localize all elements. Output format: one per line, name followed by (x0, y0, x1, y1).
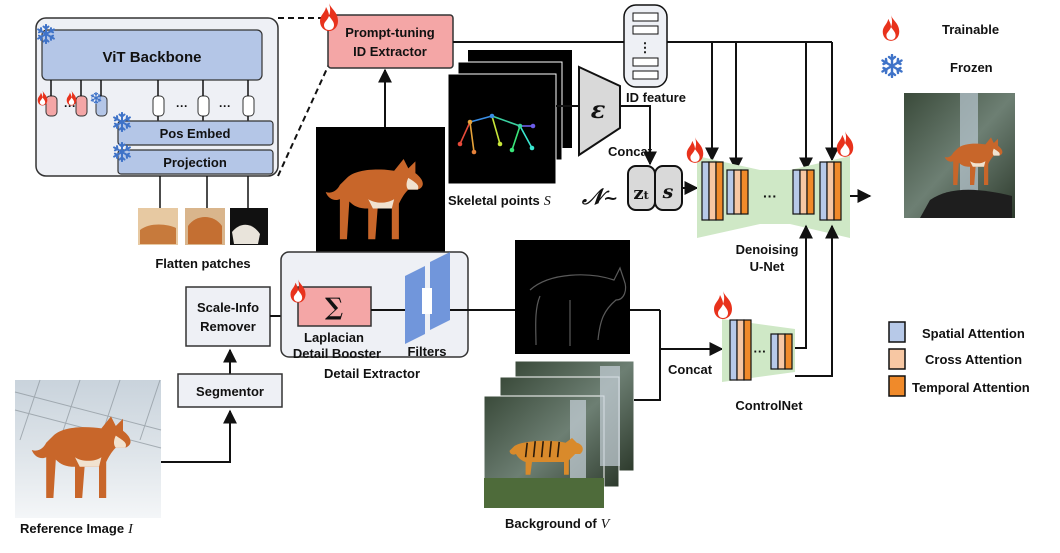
concat-bottom-label: Concat (668, 362, 713, 377)
svg-text:Spatial Attention: Spatial Attention (922, 326, 1025, 341)
flatten-patches: Flatten patches (138, 176, 268, 271)
id-feature: ⋮ ID feature (623, 4, 686, 105)
svg-text:Laplacian: Laplacian (304, 330, 364, 345)
flame-icon (836, 131, 854, 157)
svg-text:Temporal Attention: Temporal Attention (912, 380, 1030, 395)
id-feature-label: ID feature (626, 90, 686, 105)
background-frames (483, 360, 635, 509)
reference-image (14, 379, 162, 518)
svg-text:Segmentor: Segmentor (196, 384, 264, 399)
detail-map-image (515, 240, 630, 354)
pos-embed-block (117, 120, 274, 146)
svg-text:Prompt-tuning: Prompt-tuning (345, 25, 435, 40)
pos-embed-label: Pos Embed (160, 126, 231, 141)
svg-text:ID Extractor: ID Extractor (353, 44, 427, 59)
svg-text:s: s (662, 181, 674, 203)
svg-text:∑: ∑ (325, 292, 343, 321)
flatten-patches-label: Flatten patches (155, 256, 250, 271)
flame-icon (882, 15, 900, 41)
concat-top-label: Concat (608, 144, 653, 159)
projection-block (117, 149, 274, 175)
output-image (904, 93, 1015, 218)
controlnet: ··· ControlNet (714, 291, 803, 413)
svg-text:Detail Booster: Detail Booster (293, 346, 381, 361)
svg-text:Scale-Info: Scale-Info (197, 300, 259, 315)
prompt-tuning-id-extractor: Prompt-tuning ID Extractor (320, 3, 454, 69)
flame-icon (714, 291, 732, 319)
scale-info-remover: Scale-Info Remover (185, 286, 271, 347)
svg-text:𝒩~: 𝒩~ (581, 184, 618, 210)
skeleton-frames (447, 50, 572, 185)
skeleton-image (459, 115, 533, 153)
svg-text:···: ··· (754, 344, 767, 359)
latent-input: 𝒩~ zt s (581, 165, 683, 211)
flame-icon (686, 137, 704, 163)
segmentor: Segmentor (177, 373, 283, 408)
vit-module: ViT Backbone ··· ··· ··· Pos Embed (35, 17, 279, 177)
detail-extractor: ∑ Laplacian Detail Booster Filters (280, 251, 469, 361)
segmented-fox-image (316, 127, 445, 255)
svg-text:···: ··· (763, 188, 777, 204)
svg-text:ε: ε (591, 95, 606, 124)
svg-text:···: ··· (219, 99, 231, 113)
svg-text:Trainable: Trainable (942, 22, 999, 37)
filters-icon (405, 252, 450, 344)
svg-text:zt: zt (633, 183, 649, 204)
svg-text:···: ··· (176, 99, 188, 113)
svg-text:⋮: ⋮ (639, 40, 652, 55)
vit-backbone-label: ViT Backbone (103, 49, 202, 66)
svg-text:Frozen: Frozen (950, 60, 993, 75)
legend: Trainable Frozen Spatial Attention Cross… (881, 15, 1030, 397)
svg-text:Cross Attention: Cross Attention (925, 352, 1022, 367)
vit-backbone-block (41, 29, 263, 81)
svg-text:Remover: Remover (200, 319, 256, 334)
denoising-unet: ··· Denoising U-Net (686, 131, 854, 274)
token-row: ··· ··· ··· (37, 90, 255, 117)
snowflake-icon (881, 54, 903, 78)
projection-label: Projection (163, 155, 227, 170)
detail-extractor-label: Detail Extractor (324, 366, 420, 381)
svg-text:U-Net: U-Net (750, 259, 785, 274)
svg-text:Denoising: Denoising (736, 242, 799, 257)
vae-encoder: ε (578, 65, 621, 157)
svg-text:ControlNet: ControlNet (735, 398, 803, 413)
svg-text:Filters: Filters (407, 344, 446, 359)
flame-icon (320, 3, 338, 31)
